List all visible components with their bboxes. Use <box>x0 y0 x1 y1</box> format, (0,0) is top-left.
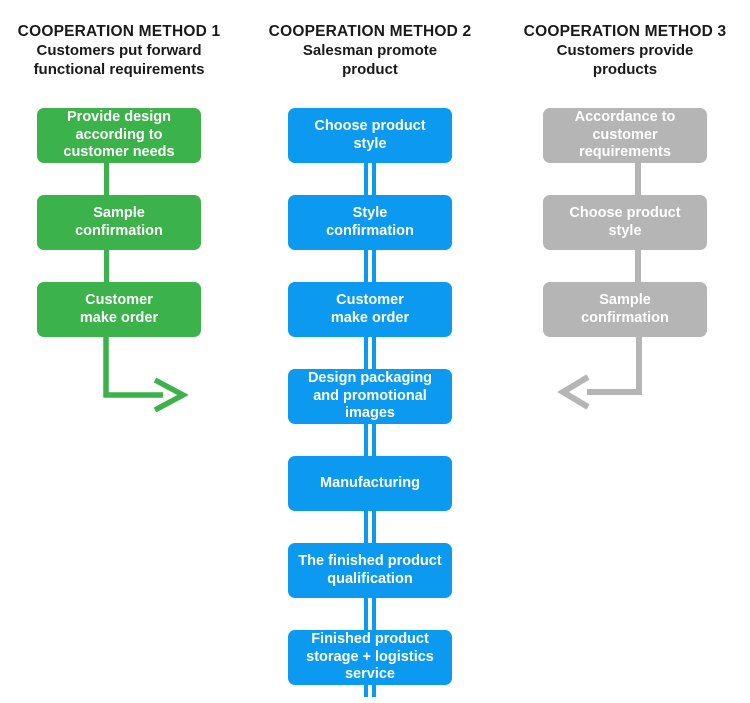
flow-step-box: Choose product style <box>543 195 707 250</box>
flow-step-box: Customer make order <box>37 282 201 337</box>
flow-connector <box>364 163 376 195</box>
method-3-column: COOPERATION METHOD 3 Customers provide p… <box>515 0 735 417</box>
flow-connector <box>103 163 109 195</box>
method-2-title: COOPERATION METHOD 2 <box>268 23 472 40</box>
method-3-subtitle: Customers provide products <box>556 42 694 78</box>
flow-connector <box>364 337 376 369</box>
flow-step-box: Sample confirmation <box>543 282 707 337</box>
flow-connector <box>364 511 376 543</box>
method-1-header: COOPERATION METHOD 1 Customers put forwa… <box>9 0 229 79</box>
method-3-header: COOPERATION METHOD 3 Customers provide p… <box>515 0 735 79</box>
method-3-flow: Accordance to customer requirements Choo… <box>515 108 735 417</box>
flow-step-box: Design packaging and promotional images <box>288 369 452 424</box>
arrow-left-icon <box>557 337 642 410</box>
flow-connector <box>364 424 376 456</box>
flow-connector <box>364 598 376 630</box>
flow-connector <box>364 685 376 697</box>
method-2-flow: Choose product style Style confirmation … <box>288 108 452 697</box>
arrow-right-icon <box>103 337 189 413</box>
flow-step-box: Sample confirmation <box>37 195 201 250</box>
flow-connector <box>103 250 109 282</box>
method-3-title: COOPERATION METHOD 3 <box>523 23 727 40</box>
flow-connector <box>635 250 641 282</box>
flow-step-box: Manufacturing <box>288 456 452 511</box>
flow-step-box: Finished product storage + logistics ser… <box>288 630 452 685</box>
flow-step-box: Customer make order <box>288 282 452 337</box>
method-2-column: COOPERATION METHOD 2 Salesman promote pr… <box>260 0 480 697</box>
flow-step-box: Style confirmation <box>288 195 452 250</box>
flow-step-box: Accordance to customer requirements <box>543 108 707 163</box>
method-1-title: COOPERATION METHOD 1 <box>17 23 221 40</box>
method-1-subtitle: Customers put forward functional require… <box>33 42 205 78</box>
method-1-flow: Provide design according to customer nee… <box>9 108 229 417</box>
flow-step-box: The finished product qualification <box>288 543 452 598</box>
flow-step-box: Choose product style <box>288 108 452 163</box>
flow-step-box: Provide design according to customer nee… <box>37 108 201 163</box>
method-1-column: COOPERATION METHOD 1 Customers put forwa… <box>9 0 229 417</box>
flow-connector <box>635 163 641 195</box>
method-2-header: COOPERATION METHOD 2 Salesman promote pr… <box>260 0 480 79</box>
method-2-subtitle: Salesman promote product <box>302 42 438 78</box>
flow-connector <box>364 250 376 282</box>
